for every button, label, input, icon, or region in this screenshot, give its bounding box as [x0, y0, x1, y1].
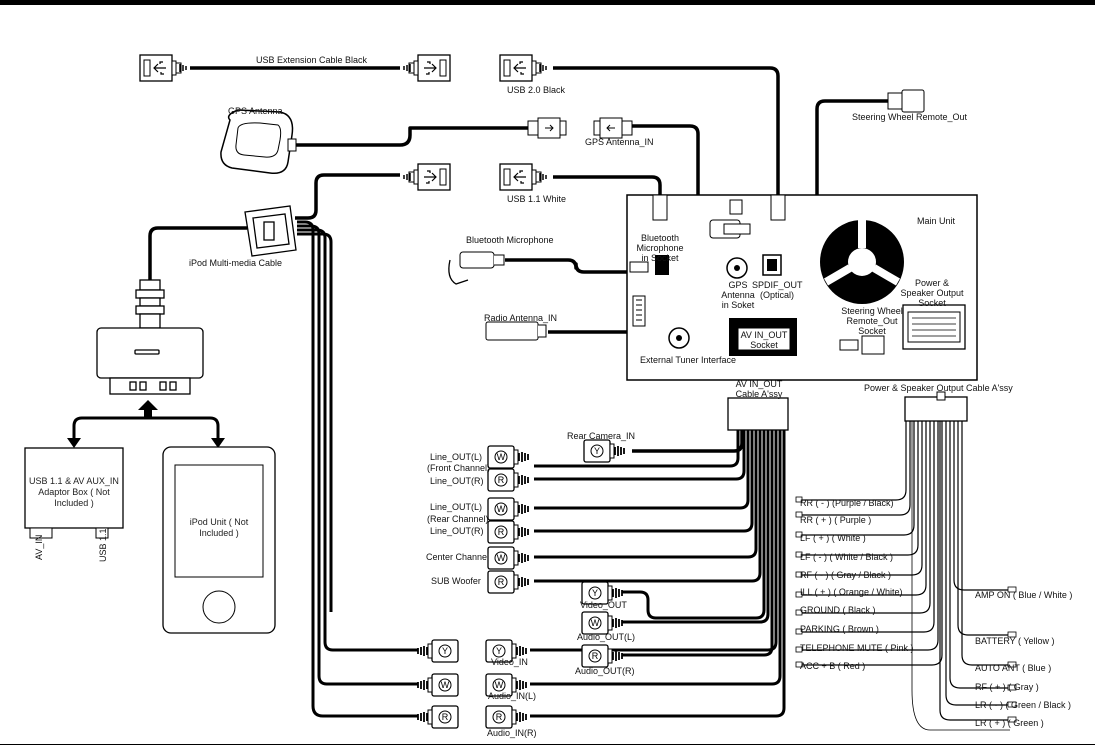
wire-label: AMP ON ( Blue / White ): [975, 590, 1073, 600]
line-out-l-rear-label: Line_OUT(L): [430, 502, 483, 512]
rca-letter: R: [496, 712, 503, 722]
wire-label: ILL ( + ) ( Orange / White): [800, 587, 903, 597]
wire-label: RF ( + ) ( Gray ): [975, 682, 1039, 692]
rca-letter: Y: [496, 646, 502, 656]
wire-label: LR ( - ) ( Green / Black ): [975, 700, 1072, 710]
top-border: [0, 0, 1095, 5]
center-channel-label: Center Channel: [426, 552, 490, 562]
wire-label: LF ( + ) ( White ): [800, 533, 866, 543]
audio-in-r-label: Audio_IN(R): [487, 728, 537, 738]
radio-antenna-cable: [548, 315, 642, 334]
ipod-to-dock-cable: [148, 226, 247, 280]
rca-letter: W: [441, 680, 450, 690]
av-in-label: AV_IN: [34, 534, 44, 560]
external-tuner-label: External Tuner Interface: [640, 355, 737, 365]
rca-letter: R: [498, 577, 505, 587]
bottom-border: [0, 744, 1095, 745]
usb11-port-label: USB 1.1: [98, 528, 108, 562]
rear-camera-label: Rear Camera_IN: [567, 431, 636, 441]
wire-label: RR ( - ) (Purple / Black): [800, 498, 894, 508]
rca-letter: W: [495, 680, 504, 690]
gps-antenna-body: [220, 109, 294, 175]
wire-label: RR ( + ) ( Purple ): [800, 515, 872, 525]
rca-letter: R: [498, 475, 505, 485]
power-socket-label: Power & Speaker Output Socket: [900, 278, 964, 308]
adaptor-box-label: USB 1.1 & AV AUX_IN Adaptor Box ( Not In…: [29, 476, 119, 508]
rca-letter: W: [497, 553, 506, 563]
wire-label: LF ( - ) ( White / Black ): [800, 552, 894, 562]
video-in-label: Video_IN: [491, 657, 528, 667]
rca-letter: R: [442, 712, 449, 722]
bt-mic-label: Bluetooth Microphone: [466, 235, 554, 245]
rca-letter: R: [498, 527, 505, 537]
rca-letter: W: [497, 504, 506, 514]
ipod-usb-cable: [295, 173, 400, 220]
usb-extension-label: USB Extension Cable Black: [256, 55, 368, 65]
av-camera-cable: [632, 430, 744, 453]
wire-label: TELEPHONE MUTE ( Pink ): [800, 643, 914, 653]
steering-remote-out-label: Steering Wheel Remote_Out: [852, 112, 968, 122]
wire-label: GROUND ( Black ): [800, 605, 876, 615]
usb11-cable: [553, 175, 662, 195]
usb20-label: USB 2.0 Black: [507, 85, 566, 95]
bt-mic-cable: [505, 258, 630, 274]
audio-out-r-label: Audio_OUT(R): [575, 666, 635, 676]
ipod-unit-label: iPod Unit ( Not Included ): [189, 517, 249, 538]
gps-antenna-label: GPS Antenna: [228, 106, 283, 116]
sub-woofer-label: SUB Woofer: [431, 576, 481, 586]
av-cable-label: AV IN_OUT Cable A'ssy: [735, 379, 783, 399]
steering-socket-label: Steering Wheel Remote_Out Socket: [841, 306, 903, 336]
bt-mic-socket-label: Bluetooth Microphone in Socket: [636, 233, 684, 263]
rca-letter: Y: [592, 588, 598, 598]
wire-label: BATTERY ( Yellow ): [975, 636, 1055, 646]
rca-letter: Y: [594, 446, 600, 456]
gps-socket-label: GPS Antenna in Soket: [721, 280, 755, 310]
audio-out-l-label: Audio_OUT(L): [577, 632, 636, 642]
main-unit-label: Main Unit: [917, 216, 956, 226]
rca-letter: R: [592, 651, 599, 661]
wire-label: PARKING ( Brown ): [800, 624, 879, 634]
spdif-label: SPDIF_OUT (Optical): [752, 280, 803, 300]
gps-antenna-in-label: GPS Antenna_IN: [585, 137, 654, 147]
wire-label: AUTO ANT ( Blue ): [975, 663, 1052, 673]
rca-letter: W: [497, 452, 506, 462]
av-socket-label-1: AV IN_OUT: [740, 330, 788, 340]
rca-letter: W: [591, 618, 600, 628]
line-out-r-front-label: Line_OUT(R): [430, 476, 484, 486]
usb11-label: USB 1.1 White: [507, 194, 567, 204]
video-out-label: Video_OUT: [580, 600, 627, 610]
wire-label: LR ( + ) ( Green ): [975, 718, 1044, 728]
av-socket-label-2: Socket: [750, 340, 778, 350]
rear-channel-label: (Rear Channel): [427, 514, 489, 524]
radio-antenna-label: Radio Antenna_IN: [484, 313, 558, 323]
ipod-cable-label: iPod Multi-media Cable: [189, 258, 283, 268]
gps-cable: [290, 126, 528, 147]
wire-label: ACC + B ( Red ): [800, 661, 866, 671]
usb20-cable: [553, 66, 780, 195]
audio-in-l-label: Audio_IN(L): [488, 691, 537, 701]
power-cable-label: Power & Speaker Output Cable A'ssy: [864, 383, 1013, 393]
line-out-l-front-label: Line_OUT(L): [430, 452, 483, 462]
line-out-r-rear-label: Line_OUT(R): [430, 526, 484, 536]
wire-label: RF ( - ) ( Gray / Black ): [800, 570, 891, 580]
rca-letter: Y: [442, 646, 448, 656]
front-channel-label: (Front Channel): [427, 463, 491, 473]
